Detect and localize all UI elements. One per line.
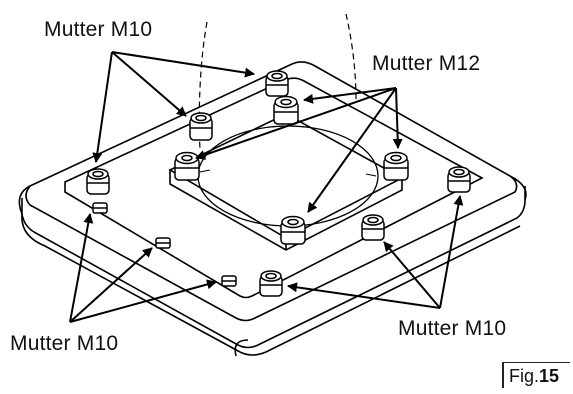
nut-m10-4 (447, 166, 471, 193)
label-nut-m10-top-left: Mutter M10 (44, 18, 153, 41)
nut-m10-2 (265, 70, 289, 97)
nut-m10-5 (361, 214, 385, 241)
label-nut-m10-bottom-right: Mutter M10 (398, 317, 507, 340)
callout-arrows (69, 51, 464, 323)
nut-m12-2 (174, 151, 200, 181)
figure-number: 15 (539, 366, 560, 386)
nut-m10-6 (259, 270, 283, 297)
nut-m10-9 (221, 275, 237, 287)
outer-plate (18, 61, 527, 357)
nut-m10-7 (92, 202, 108, 214)
nut-m12-3 (383, 151, 409, 181)
figure-prefix: Fig. (509, 366, 540, 386)
label-nut-m10-bottom-left: Mutter M10 (10, 332, 119, 355)
nut-m12-4 (280, 215, 306, 245)
figure-caption: Fig.15 (502, 362, 570, 388)
nut-m10-3 (86, 168, 110, 195)
nut-m12-1 (273, 95, 299, 125)
label-nut-m12: Mutter M12 (372, 52, 481, 75)
nut-m10-8 (155, 237, 171, 249)
nuts (86, 70, 471, 297)
nut-m10-1 (189, 112, 213, 141)
